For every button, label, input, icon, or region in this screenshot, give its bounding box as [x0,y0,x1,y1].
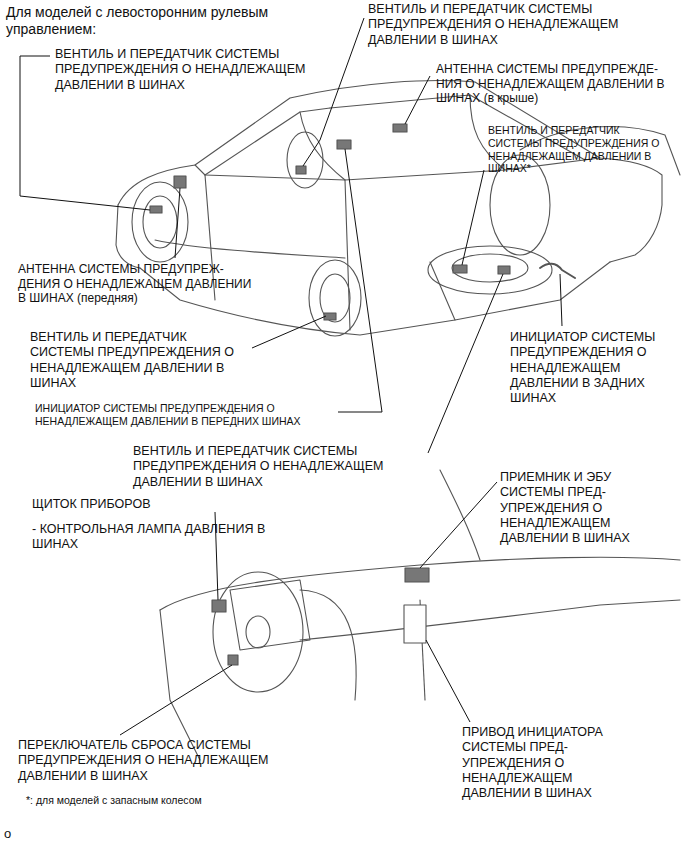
footnote-caption: *: для моделей с запасным колесом [26,794,326,807]
part-label: ВЕНТИЛЬ И ПЕРЕДАТЧИК СИСТЕМЫ ПРЕДУПРЕЖДЕ… [133,444,428,490]
part-label: ИНИЦИАТОР СИСТЕМЫ ПРЕДУПРЕЖДЕНИЯ О НЕНАД… [510,330,680,406]
page-title: Для моделей с левосторонним рулевым упра… [6,4,336,38]
part-label: ПРИВОД ИНИЦИАТОРА СИСТЕМЫ ПРЕД- УПРЕЖДЕН… [462,725,637,801]
part-label: ИНИЦИАТОР СИСТЕМЫ ПРЕДУПРЕЖДЕНИЯ О НЕНАД… [35,402,340,428]
part-label: ВЕНТИЛЬ И ПЕРЕДАТЧИК СИСТЕМЫ ПРЕДУПРЕЖДЕ… [30,330,248,391]
part-label: - КОНТРОЛЬНАЯ ЛАМПА ДАВЛЕНИЯ В ШИНАХ [32,522,282,553]
part-label: ВЕНТИЛЬ И ПЕРЕДАТЧИК СИСТЕМЫ ПРЕДУПРЕЖДЕ… [368,2,653,48]
part-label: ПРИЕМНИК И ЭБУ СИСТЕМЫ ПРЕД- УПРЕЖДЕНИЯ … [500,470,660,546]
part-label: o [4,826,34,842]
part-label: ВЕНТИЛЬ И ПЕРЕДАТЧИК СИСТЕМЫ ПРЕДУПРЕЖДЕ… [55,47,337,93]
part-label: ПЕРЕКЛЮЧАТЕЛЬ СБРОСА СИСТЕМЫ ПРЕДУПРЕЖДЕ… [18,738,308,784]
part-label: ВЕНТИЛЬ И ПЕРЕДАТЧИК СИСТЕМЫ ПРЕДУПРЕЖДЕ… [488,124,673,175]
part-label: ЩИТОК ПРИБОРОВ [32,497,282,512]
part-label: АНТЕННА СИСТЕМЫ ПРЕДУПРЕЖДЕ- НИЯ О НЕНАД… [436,62,684,106]
part-label: АНТЕННА СИСТЕМЫ ПРЕДУПРЕЖ- ДЕНИЯ О НЕНАД… [18,262,256,306]
